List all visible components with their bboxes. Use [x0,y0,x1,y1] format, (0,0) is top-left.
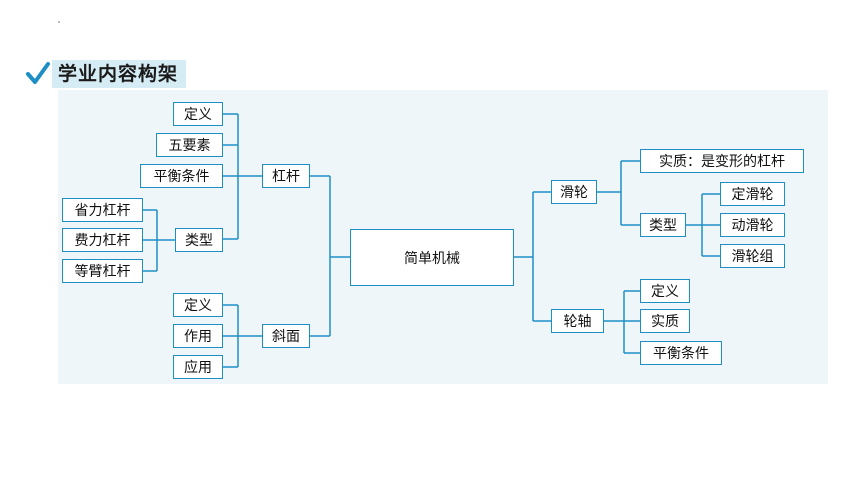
axle-node: 轮轴 [551,309,604,333]
check-icon [24,60,52,88]
axle-child-essence: 实质 [640,309,690,333]
lever-child-definition: 定义 [173,102,223,126]
pulley-type-fixed: 定滑轮 [720,182,785,206]
lever-type-labor-costing: 费力杠杆 [62,228,143,252]
incline-node: 斜面 [262,324,310,348]
lever-types-node: 类型 [175,228,223,252]
lever-node: 杠杆 [262,164,310,188]
section-title: 学业内容构架 [52,60,187,88]
pulley-types-node: 类型 [640,213,686,237]
lever-type-labor-saving: 省力杠杆 [62,198,143,222]
incline-child-function: 作用 [173,324,223,348]
pulley-node: 滑轮 [551,180,597,204]
axle-child-definition: 定义 [640,279,690,303]
lever-child-five-elements: 五要素 [156,133,223,157]
incline-child-definition: 定义 [173,293,223,317]
pulley-type-movable: 动滑轮 [720,213,785,237]
lever-child-balance: 平衡条件 [140,164,223,188]
pulley-type-block: 滑轮组 [720,244,785,268]
axle-child-balance: 平衡条件 [640,341,722,365]
incline-child-application: 应用 [173,355,223,379]
decorative-dot [58,21,60,23]
root-node: 简单机械 [350,229,514,286]
pulley-essence: 实质：是变形的杠杆 [640,149,804,173]
lever-type-equal-arm: 等臂杠杆 [62,259,143,283]
section-header: 学业内容构架 [24,59,187,89]
